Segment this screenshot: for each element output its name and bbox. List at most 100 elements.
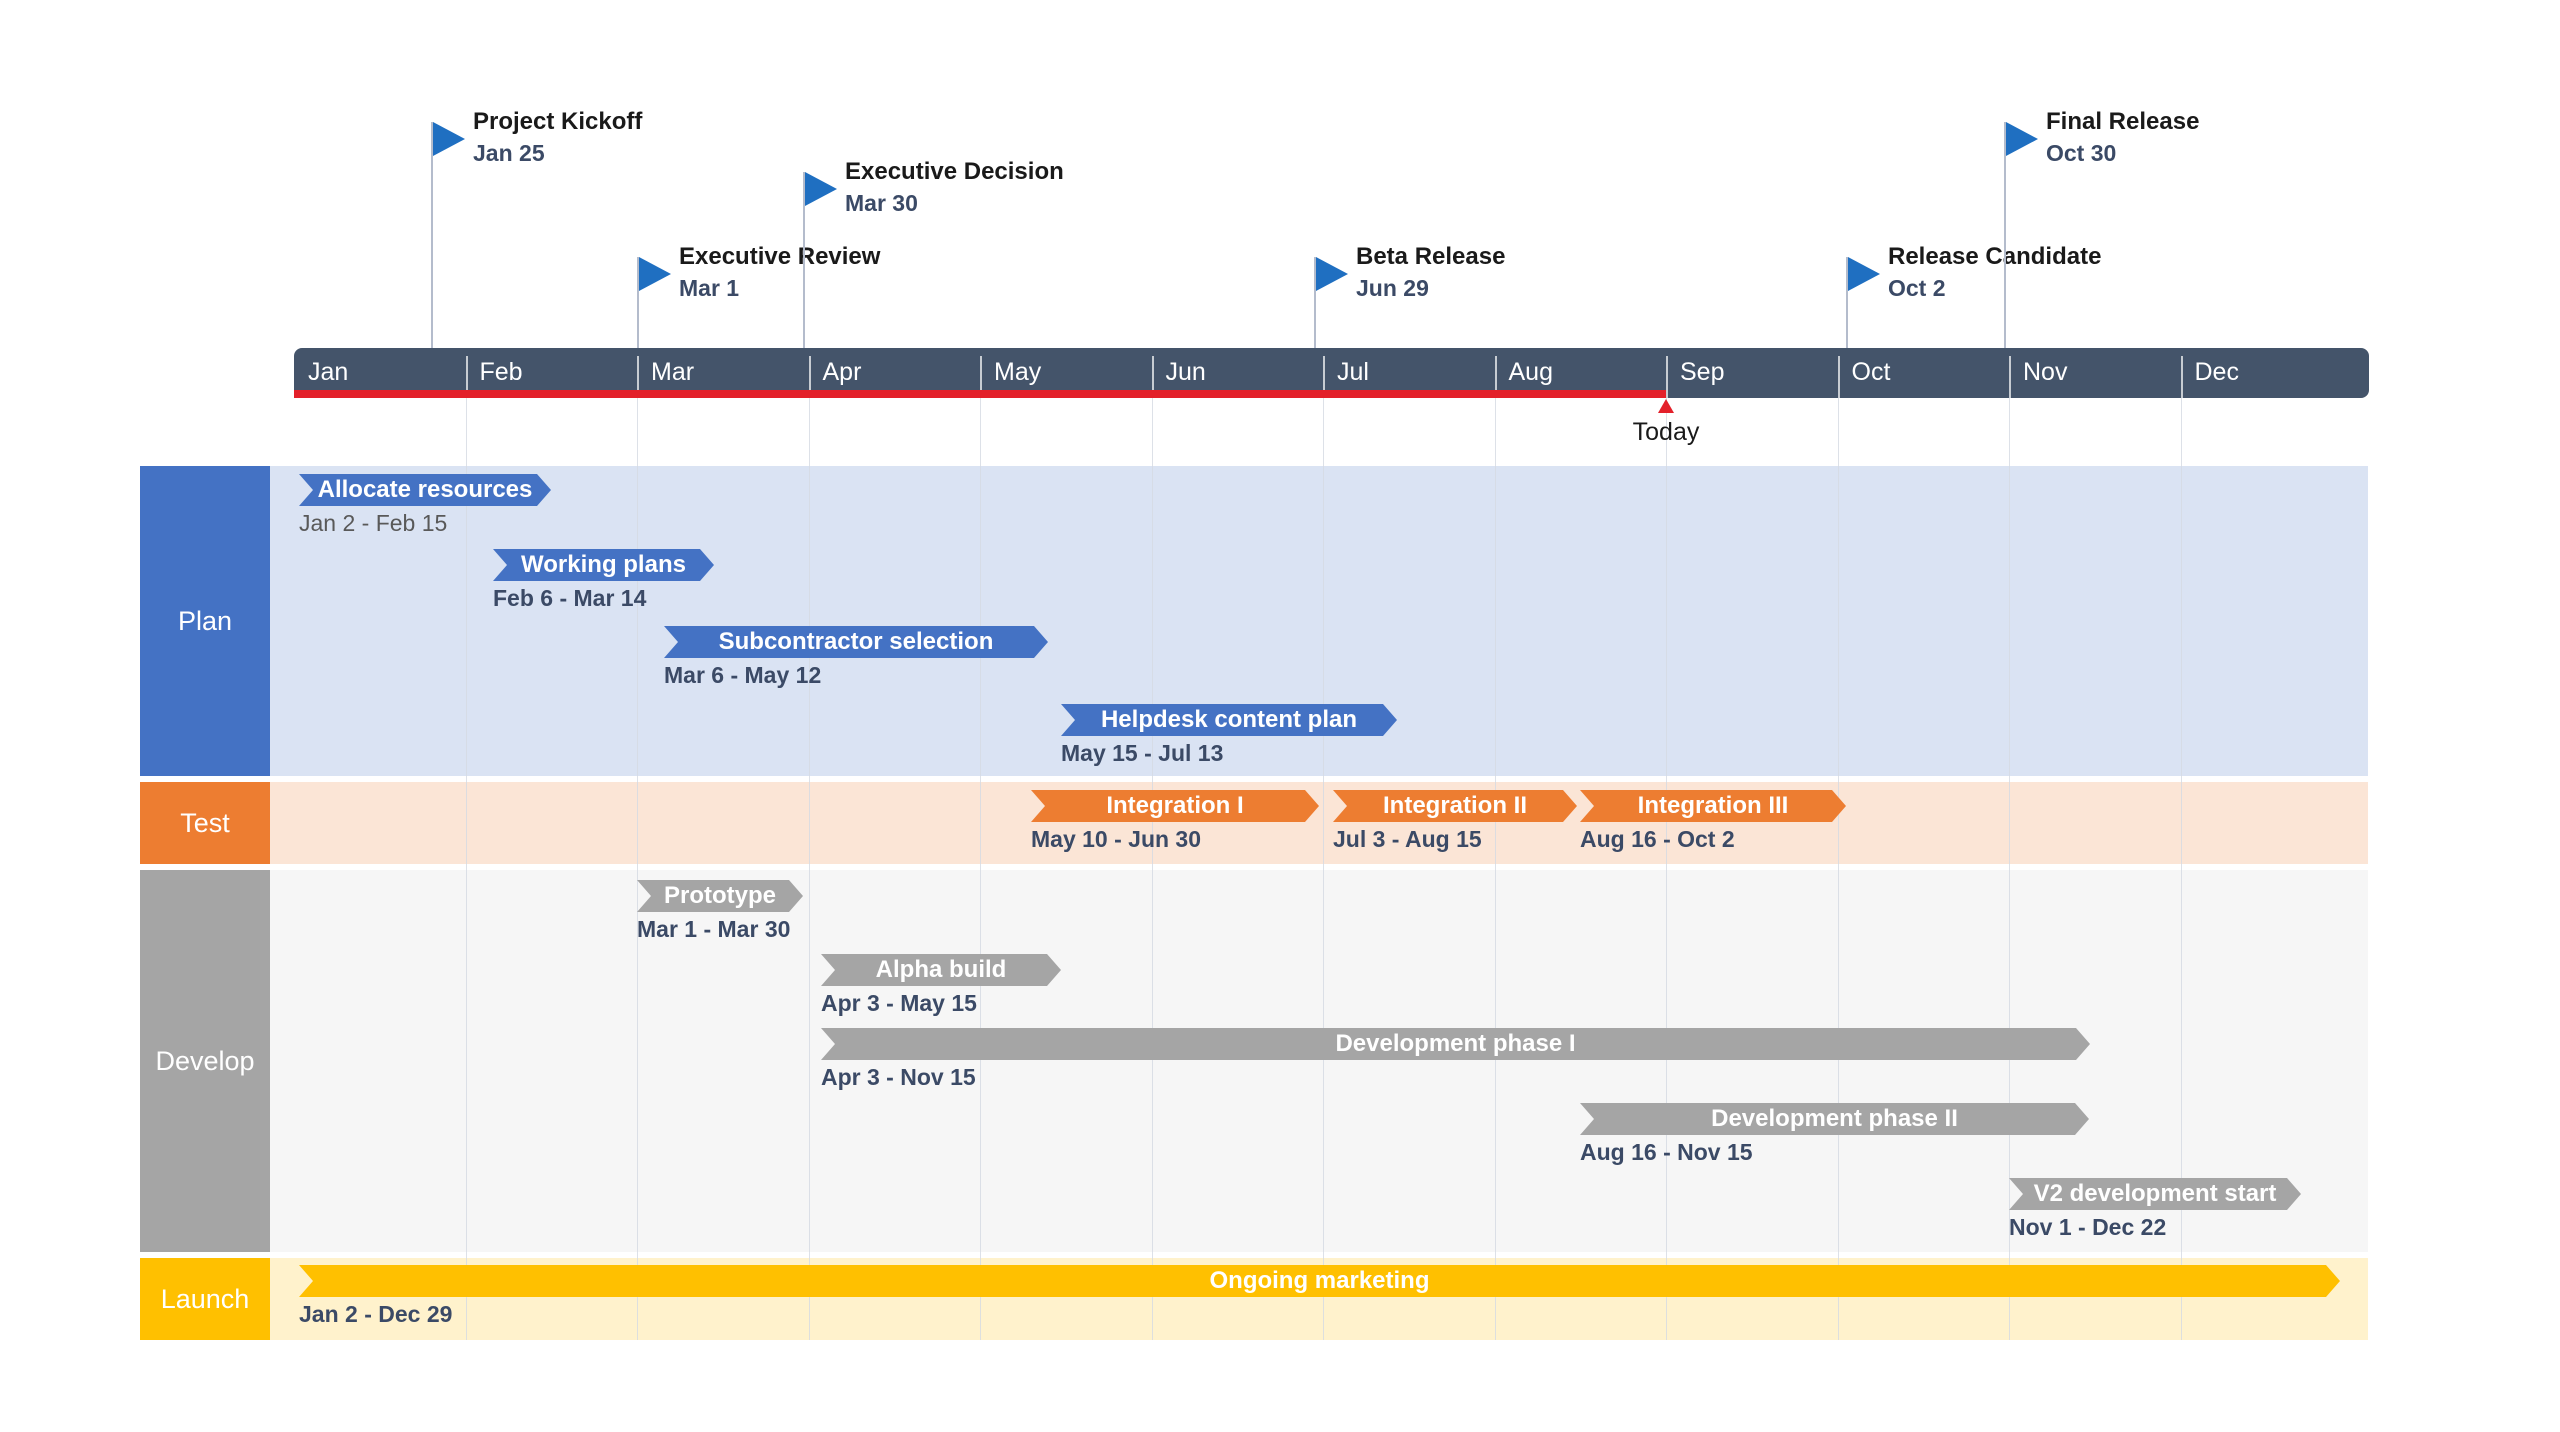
month-label: Apr <box>822 358 862 386</box>
month-label: Nov <box>2023 358 2068 386</box>
month-grid-line <box>1666 398 1667 1340</box>
month-label: Feb <box>479 358 523 386</box>
task-dates: Mar 6 - May 12 <box>664 662 822 688</box>
task-bar[interactable]: Integration I <box>1031 790 1319 822</box>
month-divider <box>1323 356 1325 398</box>
task-bar[interactable]: Subcontractor selection <box>664 626 1048 658</box>
swimlane-develop-header: Develop <box>140 870 270 1252</box>
task-bar[interactable]: Allocate resources <box>299 474 551 506</box>
month-cell: Mar <box>637 348 809 398</box>
month-divider <box>637 356 639 398</box>
month-label: Jun <box>1165 358 1206 386</box>
progress-line <box>294 390 1666 398</box>
task-bar[interactable]: Integration II <box>1333 790 1577 822</box>
swimlane-test-background <box>270 782 2368 864</box>
today-label: Today <box>1632 418 1700 446</box>
milestone-date: Jan 25 <box>473 140 545 166</box>
month-grid-line <box>466 398 467 1340</box>
month-label: Aug <box>1508 358 1553 386</box>
milestone-date: Oct 30 <box>2046 140 2117 166</box>
month-divider <box>980 356 982 398</box>
swimlane-test-header: Test <box>140 782 270 864</box>
milestone-title: Release Candidate <box>1888 243 2102 270</box>
milestone-date: Jun 29 <box>1356 275 1429 301</box>
task-dates: May 15 - Jul 13 <box>1061 740 1224 766</box>
month-grid-line <box>980 398 981 1340</box>
task-bar[interactable]: Development phase II <box>1580 1103 2089 1135</box>
task-dates: Nov 1 - Dec 22 <box>2009 1214 2167 1240</box>
month-divider <box>465 356 468 398</box>
task-bar[interactable]: Prototype <box>637 880 803 912</box>
flag-icon <box>2006 122 2038 156</box>
task-bar[interactable]: Working plans <box>493 549 714 581</box>
milestone-title: Executive Decision <box>845 158 1064 185</box>
task-bar[interactable]: Ongoing marketing <box>299 1265 2340 1297</box>
month-grid-line <box>2009 398 2010 1340</box>
milestone-date: Mar 1 <box>679 275 740 301</box>
task-bar[interactable]: Development phase I <box>821 1028 2090 1060</box>
task-bar[interactable]: Alpha build <box>821 954 1061 986</box>
milestone-stem <box>431 122 433 348</box>
task-bar[interactable]: Helpdesk content plan <box>1061 704 1397 736</box>
month-label: Sep <box>1680 358 1725 386</box>
month-divider <box>1666 356 1668 398</box>
flag-icon <box>1316 257 1348 291</box>
month-divider <box>2009 356 2011 398</box>
flag-icon <box>805 172 837 206</box>
month-divider <box>808 356 811 398</box>
month-cell: Jan <box>294 348 466 398</box>
task-dates: Feb 6 - Mar 14 <box>493 585 647 611</box>
month-grid-line <box>1152 398 1153 1340</box>
task-dates: May 10 - Jun 30 <box>1031 826 1202 852</box>
flag-icon <box>433 122 465 156</box>
task-dates: Jan 2 - Dec 29 <box>299 1301 453 1327</box>
milestone-date: Mar 30 <box>845 190 918 216</box>
month-cell: Jun <box>1151 348 1324 398</box>
task-dates: Aug 16 - Oct 2 <box>1580 826 1735 852</box>
month-cell: May <box>980 348 1152 398</box>
milestone-stem <box>1314 257 1316 348</box>
month-divider <box>1494 356 1497 398</box>
month-divider <box>2180 356 2183 398</box>
month-grid-line <box>637 398 638 1340</box>
task-dates: Jan 2 - Feb 15 <box>299 510 448 536</box>
month-label: Jul <box>1337 358 1369 386</box>
task-dates: Jul 3 - Aug 15 <box>1333 826 1482 852</box>
task-bar[interactable]: V2 development start <box>2009 1178 2301 1210</box>
milestone-stem <box>2004 122 2006 348</box>
milestone-stem <box>1846 257 1848 348</box>
task-dates: Apr 3 - May 15 <box>821 990 977 1016</box>
swimlane-launch-header: Launch <box>140 1258 270 1340</box>
month-grid-line <box>1838 398 1839 1340</box>
month-grid-line <box>2181 398 2182 1340</box>
flag-icon <box>639 257 671 291</box>
month-label: Dec <box>2194 358 2239 386</box>
month-label: Oct <box>1851 358 1891 386</box>
task-dates: Apr 3 - Nov 15 <box>821 1064 976 1090</box>
task-dates: Aug 16 - Nov 15 <box>1580 1139 1753 1165</box>
task-dates: Mar 1 - Mar 30 <box>637 916 791 942</box>
milestone-stem <box>637 257 639 348</box>
milestone-title: Beta Release <box>1356 243 1506 270</box>
month-cell: Apr <box>808 348 981 398</box>
milestone-title: Final Release <box>2046 108 2200 135</box>
today-marker <box>1658 399 1674 413</box>
month-grid-line <box>1495 398 1496 1340</box>
month-cell: Feb <box>465 348 638 398</box>
month-cell: Nov <box>2009 348 2181 398</box>
milestone-stem <box>803 172 805 348</box>
month-label: Jan <box>308 358 349 386</box>
month-cell: Aug <box>1494 348 1667 398</box>
month-cell: Sep <box>1666 348 1838 398</box>
month-divider <box>1151 356 1154 398</box>
month-cell: Oct <box>1837 348 2010 398</box>
months-bar: Jan Feb Mar Apr May Jun Jul Aug Sep Oct Nov Dec <box>294 348 2369 398</box>
milestone-title: Project Kickoff <box>473 108 643 135</box>
task-bar[interactable]: Integration III <box>1580 790 1846 822</box>
month-label: Mar <box>651 358 695 386</box>
milestone-title: Executive Review <box>679 243 881 270</box>
month-divider <box>1837 356 1840 398</box>
month-grid-line <box>809 398 810 1340</box>
flag-icon <box>1848 257 1880 291</box>
